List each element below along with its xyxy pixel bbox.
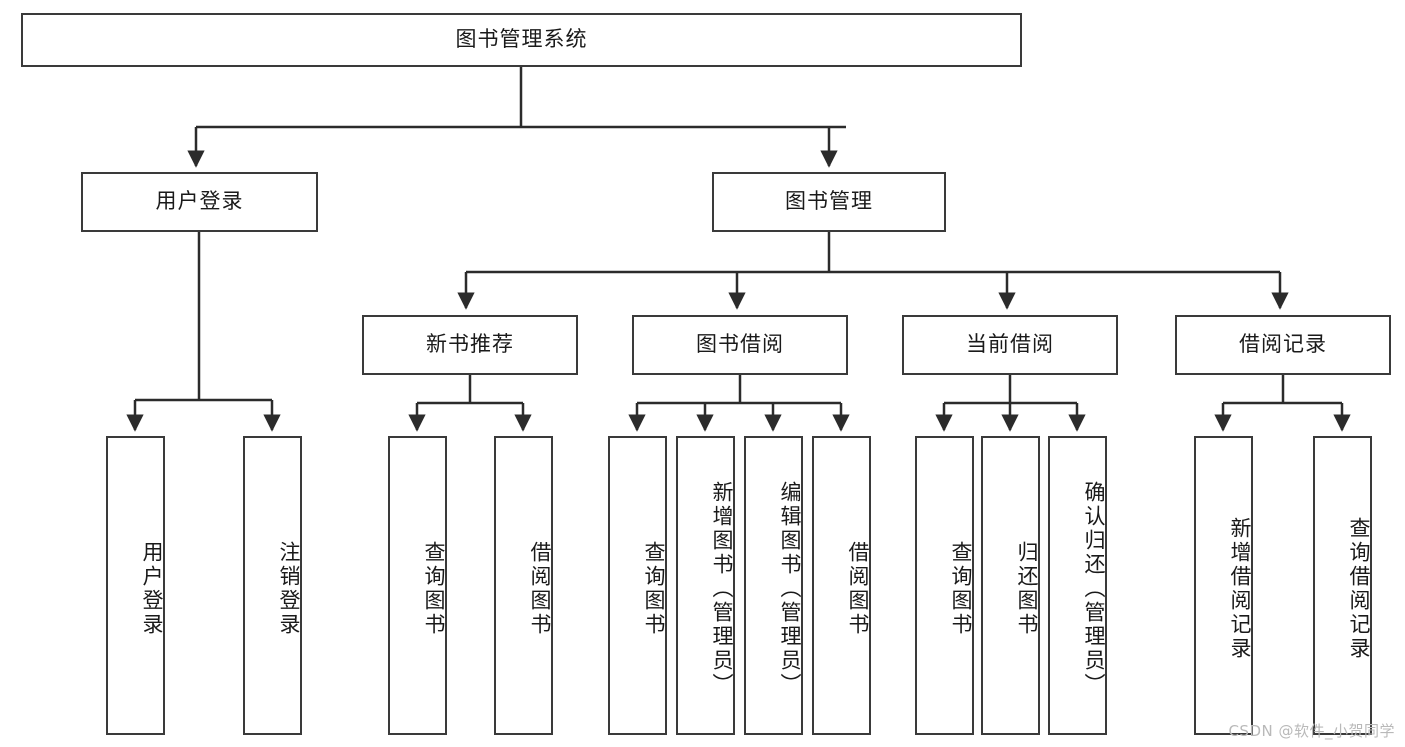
leaf-borrow-add-book-label: 新增图书（管理员） xyxy=(710,480,734,697)
leaf-record-add-record[interactable]: 新增借阅记录 xyxy=(1194,436,1253,735)
leaf-current-confirm-return[interactable]: 确认归还（管理员） xyxy=(1048,436,1107,735)
leaf-borrow-edit-book[interactable]: 编辑图书（管理员） xyxy=(744,436,803,735)
node-root-system[interactable]: 图书管理系统 xyxy=(21,13,1022,67)
node-user-login[interactable]: 用户登录 xyxy=(81,172,318,232)
leaf-borrow-borrow-book-label: 借阅图书 xyxy=(846,540,870,637)
node-user-login-label: 用户登录 xyxy=(155,189,244,214)
node-current-borrow-label: 当前借阅 xyxy=(966,332,1054,357)
leaf-current-query-book[interactable]: 查询图书 xyxy=(915,436,974,735)
node-book-borrow-label: 图书借阅 xyxy=(696,332,784,357)
leaf-borrow-query-book-label: 查询图书 xyxy=(642,540,666,637)
node-borrow-record[interactable]: 借阅记录 xyxy=(1175,315,1391,375)
node-new-book-recommend-label: 新书推荐 xyxy=(426,332,514,357)
leaf-record-query-record[interactable]: 查询借阅记录 xyxy=(1313,436,1372,735)
node-root-system-label: 图书管理系统 xyxy=(455,27,588,52)
leaf-borrow-borrow-book[interactable]: 借阅图书 xyxy=(812,436,871,735)
leaf-user-login-logout[interactable]: 注销登录 xyxy=(243,436,302,735)
leaf-record-add-record-label: 新增借阅记录 xyxy=(1228,516,1252,661)
leaf-recommend-query-book[interactable]: 查询图书 xyxy=(388,436,447,735)
leaf-current-confirm-return-label: 确认归还（管理员） xyxy=(1082,480,1106,697)
node-book-management-label: 图书管理 xyxy=(785,189,873,214)
node-borrow-record-label: 借阅记录 xyxy=(1239,332,1327,357)
leaf-recommend-query-book-label: 查询图书 xyxy=(422,540,446,637)
leaf-borrow-add-book[interactable]: 新增图书（管理员） xyxy=(676,436,735,735)
node-new-book-recommend[interactable]: 新书推荐 xyxy=(362,315,578,375)
leaf-current-query-book-label: 查询图书 xyxy=(949,540,973,637)
leaf-recommend-borrow-book[interactable]: 借阅图书 xyxy=(494,436,553,735)
leaf-user-login-logout-label: 注销登录 xyxy=(277,540,301,637)
node-current-borrow[interactable]: 当前借阅 xyxy=(902,315,1118,375)
leaf-user-login-login[interactable]: 用户登录 xyxy=(106,436,165,735)
leaf-record-query-record-label: 查询借阅记录 xyxy=(1347,516,1371,661)
leaf-current-return-book-label: 归还图书 xyxy=(1015,540,1039,637)
leaf-recommend-borrow-book-label: 借阅图书 xyxy=(528,540,552,637)
leaf-user-login-login-label: 用户登录 xyxy=(140,540,164,637)
leaf-borrow-query-book[interactable]: 查询图书 xyxy=(608,436,667,735)
node-book-borrow[interactable]: 图书借阅 xyxy=(632,315,848,375)
leaf-borrow-edit-book-label: 编辑图书（管理员） xyxy=(778,480,802,697)
watermark-text: CSDN @软件_小贺同学 xyxy=(1228,722,1395,740)
node-book-management[interactable]: 图书管理 xyxy=(712,172,946,232)
leaf-current-return-book[interactable]: 归还图书 xyxy=(981,436,1040,735)
